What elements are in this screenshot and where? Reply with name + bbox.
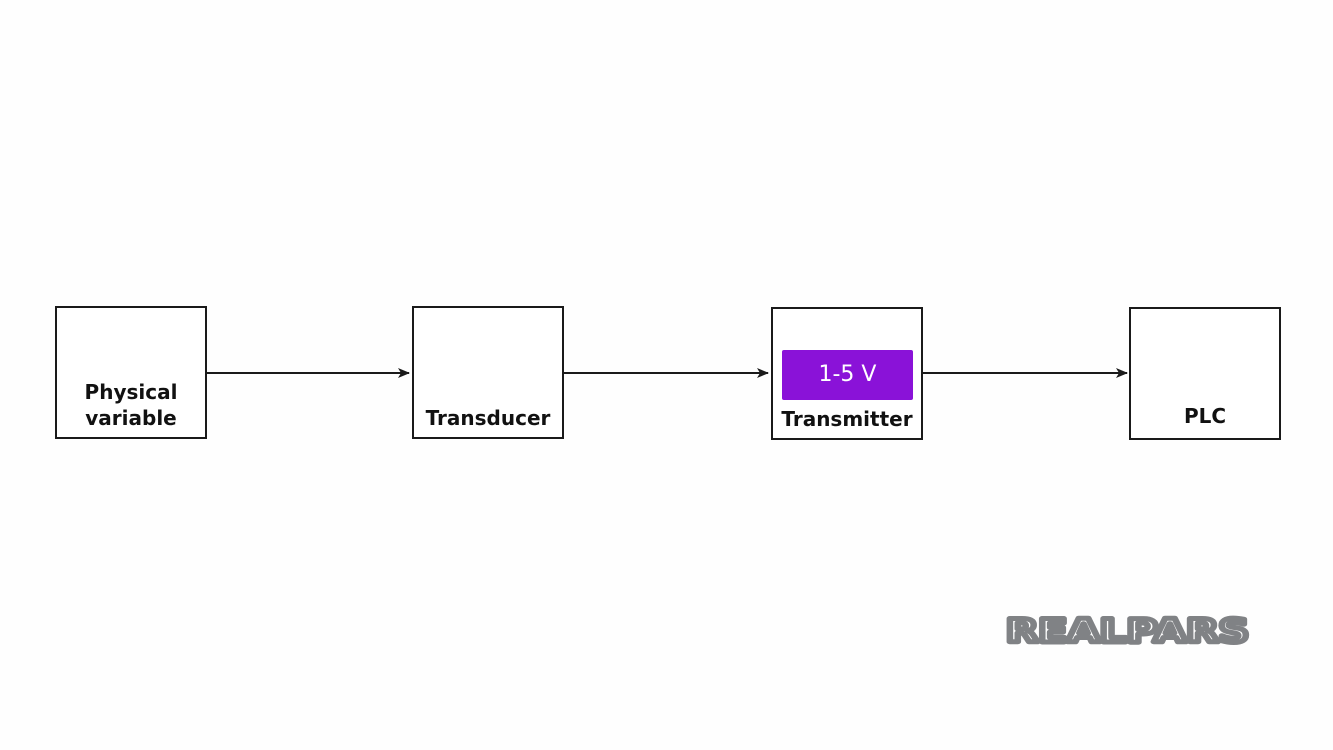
signal-range-badge: 1-5 V (782, 350, 913, 400)
physical-variable-label: Physical variable (84, 380, 178, 430)
transmitter-block: 1-5 V Transmitter (771, 307, 923, 440)
realpars-logo: REALPARS (1006, 612, 1250, 648)
transducer-label: Transducer (425, 406, 551, 430)
plc-label: PLC (1183, 404, 1227, 428)
transmitter-label: Transmitter (781, 407, 913, 431)
transducer-block: Transducer (412, 306, 564, 439)
physical-variable-block: Physical variable (55, 306, 207, 439)
plc-block: PLC (1129, 307, 1281, 440)
realpars-logo-text: REALPARS (1006, 612, 1249, 648)
